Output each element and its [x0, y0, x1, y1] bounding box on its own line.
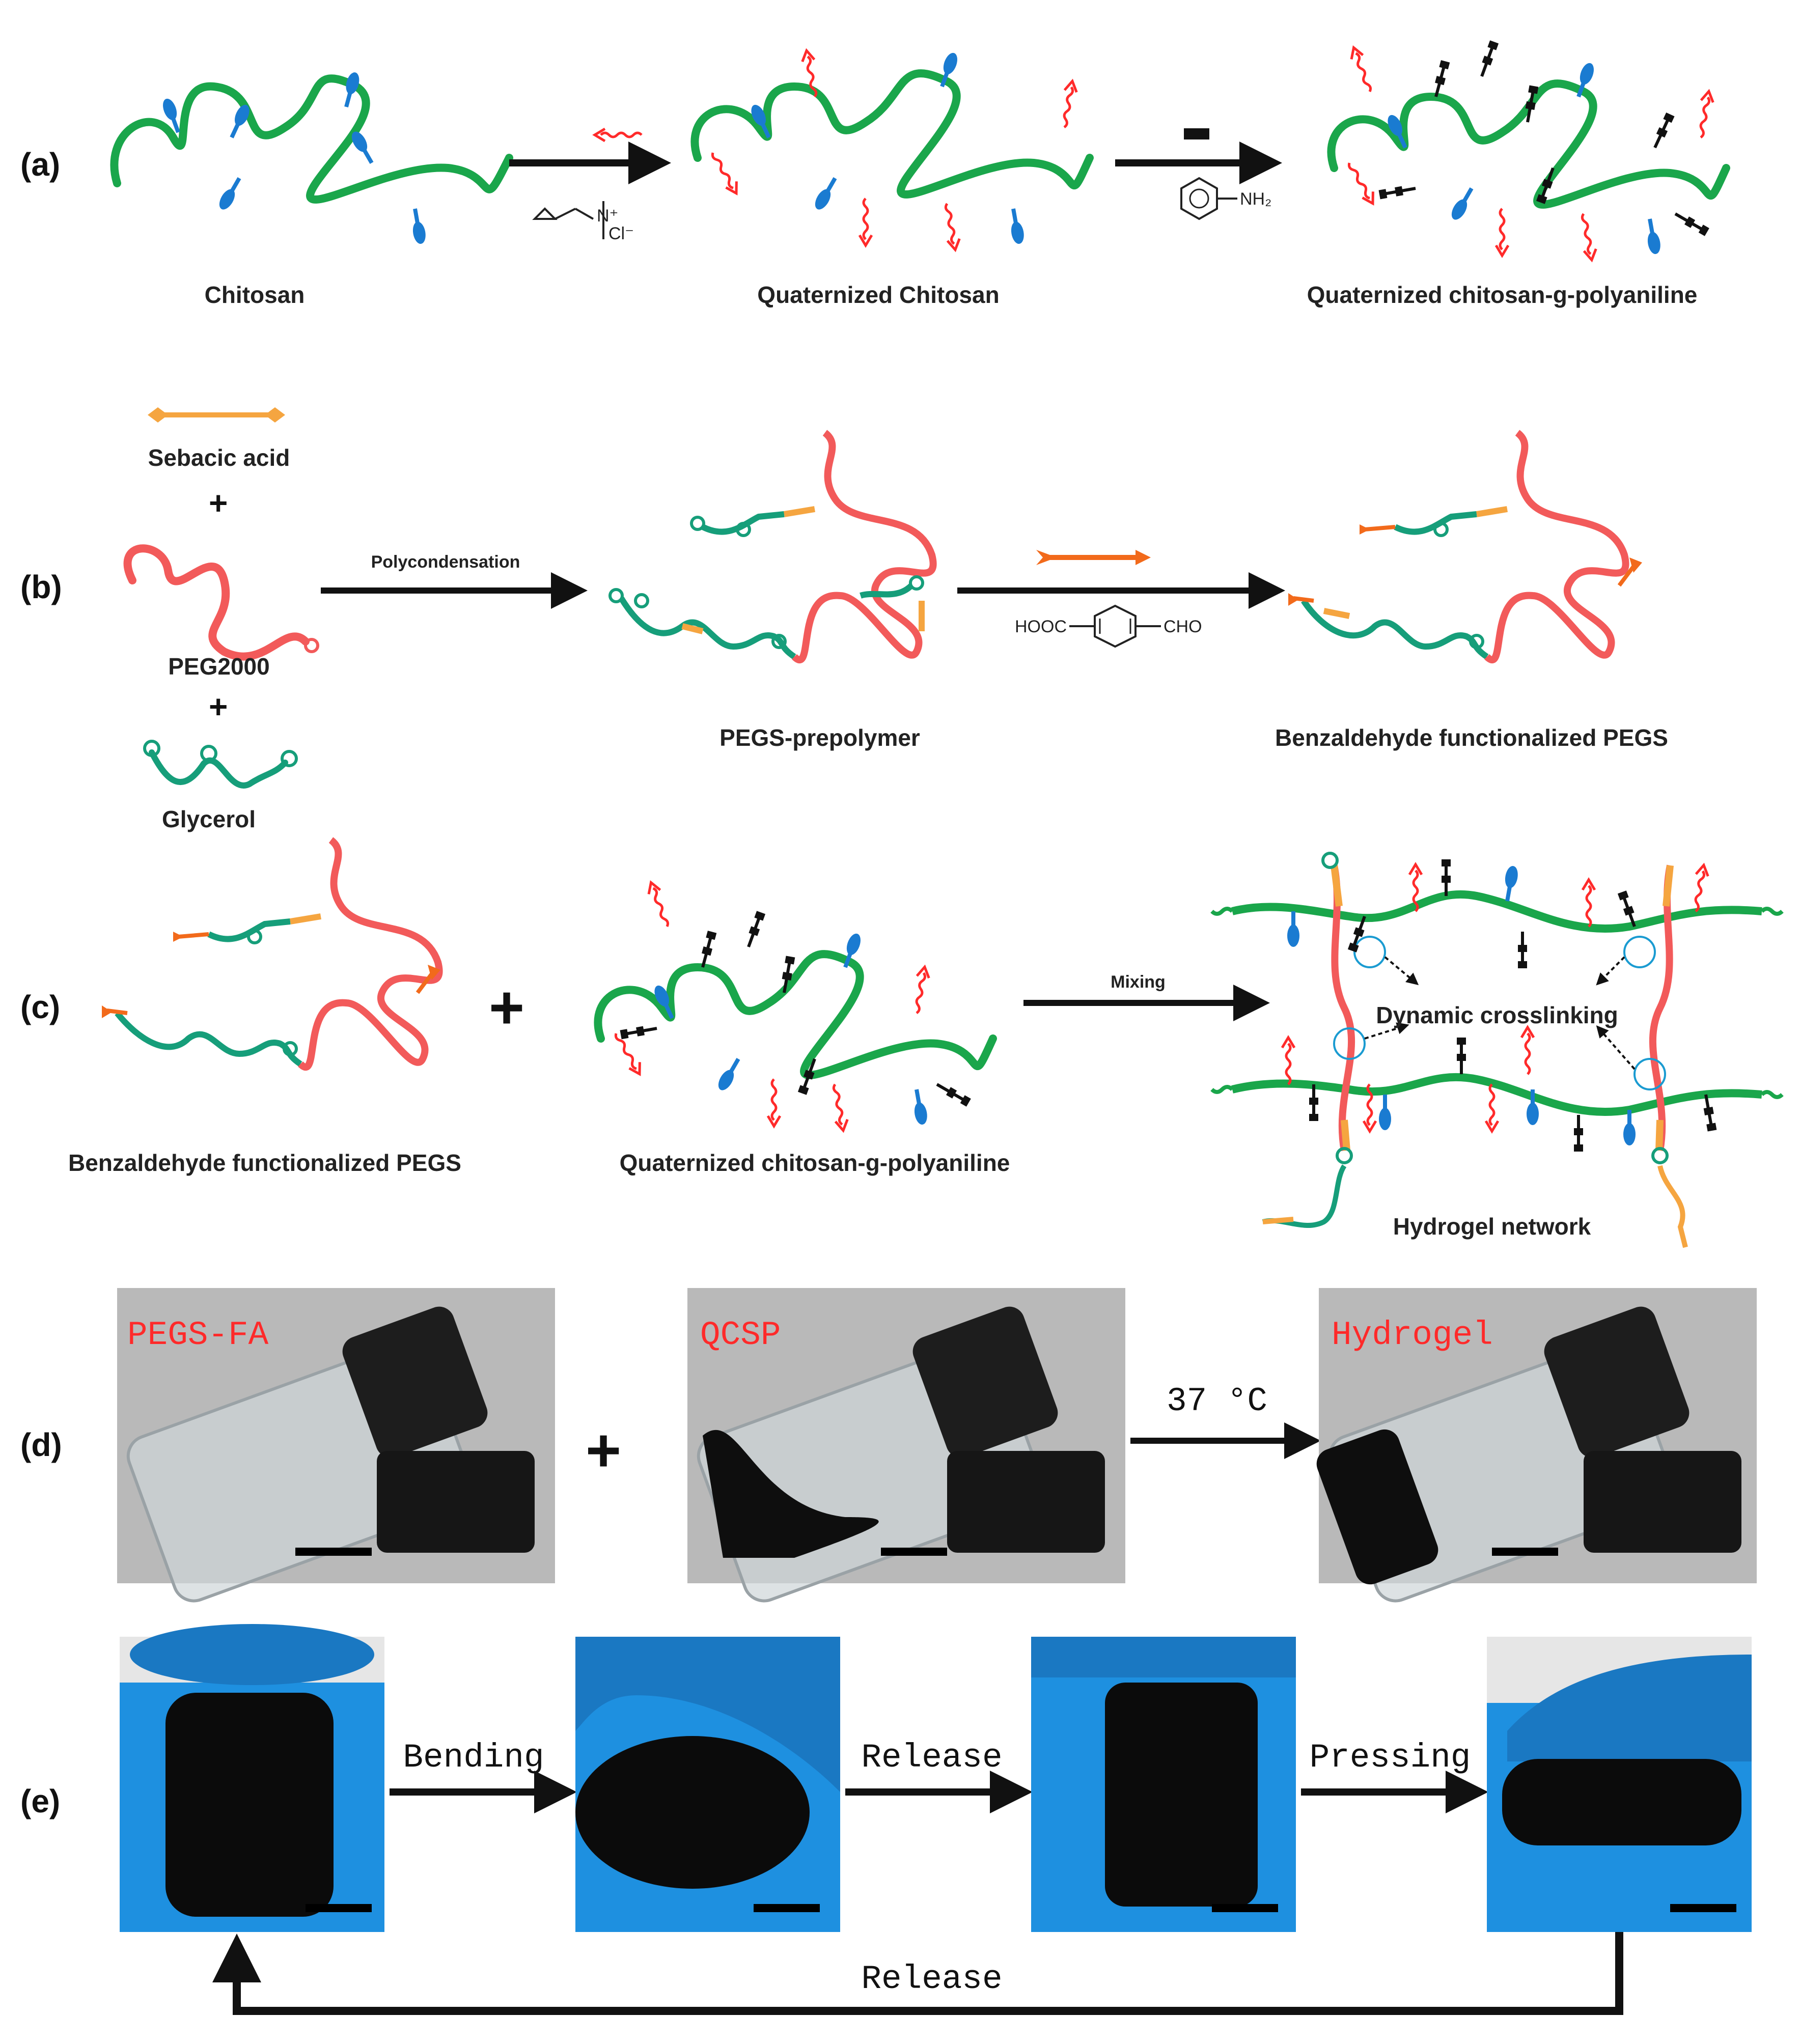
chitosan-label: Chitosan [205, 282, 305, 308]
qcsp-liquid [703, 1430, 879, 1558]
plus-icon: + [586, 1416, 621, 1485]
bending-arrow: Bending [390, 1739, 577, 1813]
reagent-cl: Cl⁻ [608, 224, 634, 243]
formylbenzoic-acid-structure: HOOC CHO [1015, 604, 1202, 648]
panel-c: (c) Benzaldehyde functionalized PEGS + [20, 837, 1784, 1248]
benzaldehyde-pegs-structure [1288, 430, 1642, 664]
scale-bar [1212, 1904, 1278, 1912]
polycondensation-arrow: Polycondensation [321, 552, 588, 609]
reaction-arrow-a1: N⁺ Cl⁻ [509, 129, 671, 243]
panel-a: (a) Chitosan N⁺ Cl⁻ [20, 40, 1730, 308]
c-benzaldehyde-pegs-structure [102, 837, 443, 1071]
chitosan-structure [110, 71, 513, 245]
photo-qcsp [687, 1288, 1125, 1603]
hydrogel-plug [1316, 1429, 1438, 1585]
glove [130, 1624, 374, 1685]
cho-label: CHO [1164, 617, 1202, 636]
peg-label: PEG2000 [168, 653, 269, 680]
qcsp-label: Quaternized chitosan-g-polyaniline [1307, 282, 1698, 308]
prepolymer-label: PEGS-prepolymer [719, 724, 920, 751]
glove [575, 1637, 840, 1792]
temperature-label: 37 °C [1167, 1382, 1267, 1420]
mixing-label: Mixing [1111, 972, 1166, 992]
mixing-arrow: Mixing [1023, 972, 1270, 1021]
glycerol-label: Glycerol [162, 806, 256, 832]
reagent-nh2: NH₂ [1240, 189, 1271, 209]
panel-c-label: (c) [20, 989, 60, 1025]
sebacic-acid-label: Sebacic acid [148, 444, 290, 471]
panel-d: (d) PEGS-FA + QCSP 37 °C [20, 1288, 1757, 1603]
vial-cap [1544, 1306, 1690, 1458]
hydrogel-cylinder [1105, 1683, 1258, 1907]
photo-pegs-fa [117, 1288, 555, 1603]
photo-hydrogel [1316, 1288, 1757, 1603]
bending-label: Bending [403, 1739, 544, 1777]
quaternized-chitosan-structure [690, 49, 1094, 250]
hydrogel-pressed [1502, 1759, 1741, 1845]
loose-cap [947, 1451, 1105, 1553]
hooc-label: HOOC [1015, 617, 1067, 636]
peg-structure [123, 544, 319, 661]
reagent-n: N⁺ [597, 206, 619, 226]
vial-cap [912, 1306, 1058, 1458]
glove [1031, 1637, 1296, 1677]
panel-b: (b) Sebacic acid + PEG2000 + Glycerol Po… [20, 407, 1668, 832]
sebacic-acid-structure [148, 407, 285, 423]
panel-b-label: (b) [20, 569, 62, 605]
photo-hydrogel-label: Hydrogel [1332, 1316, 1493, 1354]
hydrogel-bent [575, 1736, 810, 1889]
benzaldehyde-arrow: HOOC CHO [957, 550, 1285, 648]
polycondensation-label: Polycondensation [371, 552, 520, 572]
hydrogel-network-label: Hydrogel network [1393, 1213, 1591, 1240]
c-qcsp-structure [594, 880, 997, 1131]
benzaldehyde-pegs-label: Benzaldehyde functionalized PEGS [1275, 724, 1668, 751]
plus-icon: + [489, 973, 524, 1042]
pegs-prepolymer-structure [608, 430, 937, 664]
release-loop-arrow: Release [212, 1932, 1623, 2015]
glycidyltrimethylammonium-structure: N⁺ Cl⁻ [532, 201, 634, 243]
panel-e-label: (e) [20, 1783, 60, 1819]
pressing-arrow: Pressing [1301, 1739, 1488, 1813]
panel-e: (e) Bending Release [20, 1624, 1752, 2015]
qcsp-structure [1327, 40, 1730, 261]
c-qcsp-label: Quaternized chitosan-g-polyaniline [620, 1150, 1010, 1176]
release-arrow: Release [845, 1739, 1033, 1813]
scale-bar [295, 1548, 372, 1556]
photo-qcsp-label: QCSP [700, 1316, 781, 1354]
heating-arrow: 37 °C [1130, 1382, 1321, 1459]
loose-cap [1584, 1451, 1741, 1553]
photo-bending [575, 1637, 840, 1932]
loose-cap [377, 1451, 535, 1553]
hydrogel-cylinder [165, 1693, 334, 1917]
dynamic-crosslinking-label: Dynamic crosslinking [1376, 1002, 1618, 1028]
vial-cap [342, 1306, 488, 1458]
quaternized-chitosan-label: Quaternized Chitosan [757, 282, 999, 308]
scale-bar [1492, 1548, 1558, 1556]
scale-bar [754, 1904, 820, 1912]
plus-icon: + [209, 485, 228, 521]
panel-d-label: (d) [20, 1426, 62, 1463]
reaction-arrow-a2: NH₂ [1115, 128, 1282, 220]
photo-release [1031, 1637, 1296, 1932]
scale-bar [306, 1904, 372, 1912]
plus-icon: + [209, 688, 228, 725]
glycerol-structure [143, 740, 298, 789]
aniline-structure: NH₂ [1180, 177, 1271, 220]
panel-a-label: (a) [20, 146, 60, 183]
pressing-label: Pressing [1310, 1739, 1471, 1777]
release-label: Release [861, 1739, 1002, 1777]
glove [1507, 1655, 1752, 1761]
photo-pressing [1487, 1637, 1752, 1932]
scale-bar [881, 1548, 947, 1556]
hydrogel-network [1210, 852, 1784, 1248]
scale-bar [1670, 1904, 1736, 1912]
c-benzaldehyde-label: Benzaldehyde functionalized PEGS [68, 1150, 461, 1176]
photo-initial [120, 1624, 384, 1932]
fa-reagent-icon [1036, 550, 1151, 565]
photo-pegs-fa-label: PEGS-FA [127, 1316, 269, 1354]
release-loop-label: Release [861, 1960, 1002, 1998]
